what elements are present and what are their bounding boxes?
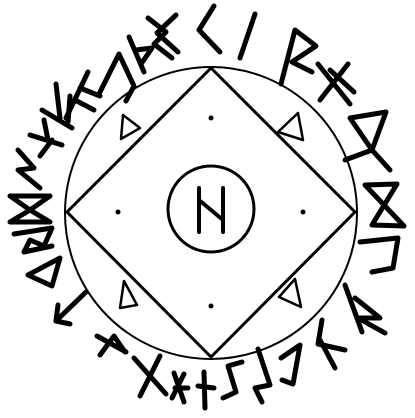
triangle-bottom-left xyxy=(120,281,137,308)
rune-jera xyxy=(281,345,300,384)
rune-uruz-right xyxy=(360,238,398,272)
dot-top xyxy=(209,116,214,121)
rune-mannaz xyxy=(10,196,50,222)
outer-circle xyxy=(65,67,357,359)
rune-laguz xyxy=(318,320,345,368)
rune-thurisaz xyxy=(129,37,152,72)
dot-right xyxy=(301,210,306,215)
rune-dagaz xyxy=(365,184,404,226)
triangle-top-left xyxy=(121,115,140,139)
rune-tiwaz xyxy=(56,292,86,324)
rune-gebo xyxy=(318,64,354,104)
rune-uruz xyxy=(100,54,134,101)
rune-sowilo-b2 xyxy=(223,362,242,398)
rune-ansuz xyxy=(97,336,126,355)
rune-kenaz-top xyxy=(199,6,220,52)
rune-isa xyxy=(240,14,255,58)
dot-bottom xyxy=(209,304,214,309)
center-rune-hagalaz xyxy=(199,188,223,232)
triangle-top-right xyxy=(278,113,303,140)
rune-wunjo xyxy=(281,30,316,84)
rune-naudhiz xyxy=(198,372,214,408)
dot-left xyxy=(116,210,121,215)
rune-sowilo-bottom xyxy=(255,349,270,402)
rune-othala xyxy=(345,112,390,170)
rune-gebo-bottom xyxy=(134,356,166,396)
rune-berkano xyxy=(14,228,52,252)
rune-hagalaz-bottom xyxy=(172,373,188,402)
rune-raidho xyxy=(345,285,385,333)
rune-algiz xyxy=(30,120,62,156)
rune-ansuz-left xyxy=(28,258,60,286)
rune-sowilo-left xyxy=(18,150,40,188)
